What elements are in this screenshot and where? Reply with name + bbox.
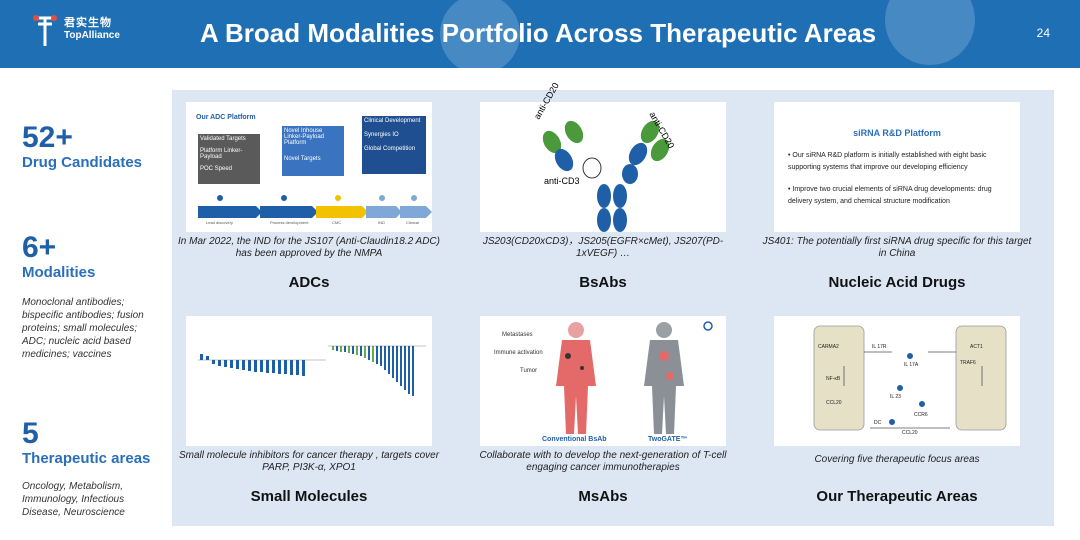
sirna-heading: siRNA R&D Platform	[853, 128, 941, 138]
stat-description: Oncology, Metabolism, Immunology, Infect…	[22, 481, 125, 518]
label-conventional-bsab: Conventional BsAb	[542, 436, 607, 443]
label-immune-activation: Immune activation	[494, 350, 543, 356]
logo-text-zh: 君实生物	[64, 17, 112, 29]
sirna-platform-image: siRNA R&D Platform • Our siRNA R&D platf…	[774, 102, 1020, 232]
label-anti-cd3: anti-CD3	[544, 176, 580, 186]
virus-decoration-icon	[440, 0, 520, 74]
sirna-bullet: • Improve two crucial elements of siRNA …	[788, 186, 992, 205]
stat-label: Modalities	[22, 264, 96, 281]
adc-box-novel: Novel Inhouse Linker-Payload Platform No…	[282, 126, 344, 176]
logo-icon	[33, 15, 57, 46]
adc-box-validated: Validated Targets Platform Linker-Payloa…	[198, 134, 260, 184]
adc-platform-heading: Our ADC Platform	[196, 114, 256, 121]
page-number: 24	[1036, 26, 1050, 40]
card-bsabs: anti-CD20 anti-CD20 anti-CD3 JS203(CD20x…	[468, 81, 738, 304]
pathway-diagram-icon	[813, 325, 1007, 431]
label-tumor: Tumor	[520, 368, 538, 374]
header-bar: 君实生物 TopAlliance A Broad Modalities Port…	[0, 0, 1080, 74]
label-metastases: Metastases	[502, 332, 533, 338]
stat-label: Therapeutic areas	[22, 450, 151, 467]
stat-drug-candidates: 52+ Drug Candidates	[22, 122, 142, 172]
adc-platform-image: Our ADC Platform Validated Targets Platf…	[186, 102, 432, 232]
label-twogate: TwoGATE™	[648, 436, 688, 443]
card-title: MsAbs	[578, 488, 628, 505]
logo-text-en: TopAlliance	[64, 30, 120, 41]
card-msabs: Metastases Immune activation Tumor Conve…	[468, 304, 738, 518]
card-small-molecules: Small molecule inhibitors for cancer the…	[174, 304, 444, 518]
stat-modalities: 6+ Modalities Monoclonal antibodies; bis…	[22, 232, 162, 361]
card-caption: Covering five therapeutic focus areas	[814, 454, 980, 465]
card-caption: In Mar 2022, the IND for the JS107 (Anti…	[178, 236, 440, 259]
modalities-panel: Our ADC Platform Validated Targets Platf…	[172, 81, 1054, 526]
stat-number: 6+	[22, 231, 57, 264]
card-caption: JS401: The potentially first siRNA drug …	[762, 236, 1032, 259]
company-logo: 君实生物 TopAlliance	[30, 12, 140, 56]
card-title: Our Therapeutic Areas	[816, 488, 978, 505]
card-adcs: Our ADC Platform Validated Targets Platf…	[174, 90, 444, 304]
msabs-body-image: Metastases Immune activation Tumor Conve…	[480, 316, 726, 446]
virus-decoration-icon	[885, 0, 975, 65]
antibody-icon	[542, 120, 670, 232]
card-title: BsAbs	[579, 274, 627, 291]
stat-number: 52+	[22, 121, 73, 154]
stat-description: Monoclonal antibodies; bispecific antibo…	[22, 297, 144, 360]
page-title: A Broad Modalities Portfolio Across Ther…	[200, 18, 877, 48]
card-caption: Small molecule inhibitors for cancer the…	[178, 450, 440, 473]
adc-pipeline-arrow	[198, 195, 432, 218]
waterfall-chart-icon	[198, 345, 426, 396]
card-caption: Collaborate with to develop the next-gen…	[479, 450, 727, 473]
card-title: Nucleic Acid Drugs	[828, 274, 966, 291]
stat-therapeutic-areas: 5 Therapeutic areas Oncology, Metabolism…	[22, 418, 162, 519]
card-caption: JS203(CD20xCD3)，JS205(EGFR×cMet), JS207(…	[482, 236, 724, 259]
sirna-bullet: • Our siRNA R&D platform is initially es…	[788, 152, 987, 171]
small-molecule-chart-image	[186, 316, 432, 446]
stat-label: Drug Candidates	[22, 154, 143, 171]
card-therapeutic-areas: CARMA2 NF-κB CCL20 IL 17R IL 17A ACT1 TR…	[762, 304, 1032, 518]
human-body-icon	[556, 321, 713, 434]
pathway-diagram-image: CARMA2 NF-κB CCL20 IL 17R IL 17A ACT1 TR…	[774, 316, 1020, 446]
card-title: Small Molecules	[250, 488, 368, 505]
card-title: ADCs	[288, 274, 330, 291]
adc-box-clinical: Clinical Development Synergies IO Global…	[362, 116, 426, 174]
stat-number: 5	[22, 417, 39, 450]
card-nucleic-acid: siRNA R&D Platform • Our siRNA R&D platf…	[762, 90, 1032, 304]
bispecific-antibody-image: anti-CD20 anti-CD20 anti-CD3	[480, 81, 726, 232]
